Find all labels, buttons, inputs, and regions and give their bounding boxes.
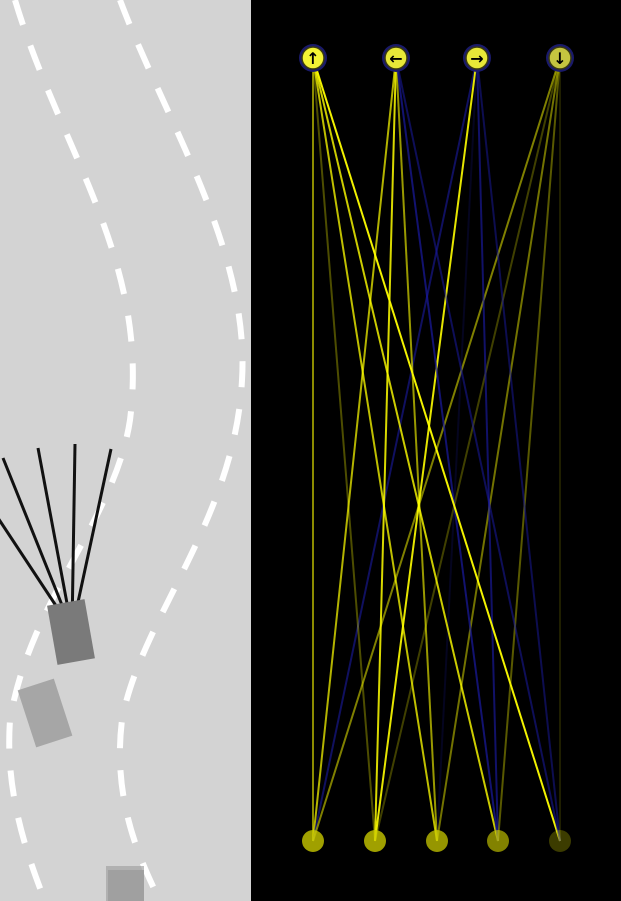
connection-line (312, 57, 561, 842)
connection-line (395, 57, 499, 842)
connection-line (395, 57, 438, 842)
right-arrow-icon: → (470, 49, 483, 68)
connection-line (395, 57, 561, 842)
network-connections (312, 57, 561, 842)
output-layer: ↑ ← → ↓ (299, 44, 574, 72)
network-graph: ↑ ← → ↓ (299, 44, 574, 852)
input-node-sensor-4 (487, 830, 509, 852)
neural-network-visualizer: ↑ ← → ↓ (251, 0, 621, 901)
output-node: ↑ (299, 44, 327, 72)
road-surface (0, 0, 251, 901)
sensor-ray (36, 447, 74, 631)
connection-line (436, 57, 561, 842)
input-node-sensor-3 (426, 830, 448, 852)
traffic-car (17, 678, 73, 748)
connection-line (312, 57, 397, 842)
road-canvas (0, 0, 251, 901)
left-lane-marking (6, 0, 136, 901)
output-node: ↓ (546, 44, 574, 72)
output-node: → (463, 44, 491, 72)
up-arrow-icon: ↑ (306, 49, 319, 68)
connection-line (476, 57, 499, 842)
traffic-car (108, 870, 144, 901)
input-node-sensor-1 (302, 830, 324, 852)
connection-line (374, 57, 478, 842)
output-node: ← (382, 44, 410, 72)
sensor-ray (1, 457, 74, 631)
connection-line (312, 57, 478, 842)
connection-line (497, 57, 561, 842)
connection-line (312, 57, 438, 842)
input-layer (302, 830, 571, 852)
output-node-fill (548, 46, 572, 70)
output-node-fill (465, 46, 489, 70)
connection-line (374, 57, 561, 842)
output-node-fill (301, 46, 325, 70)
player-car (47, 599, 95, 665)
left-arrow-icon: ← (389, 49, 402, 68)
sensor-ray (70, 448, 113, 631)
right-lane-marking (116, 0, 246, 901)
output-node-fill (384, 46, 408, 70)
connection-line (312, 57, 499, 842)
input-node-sensor-2 (364, 830, 386, 852)
connection-line (312, 57, 376, 842)
connection-line (374, 57, 397, 842)
input-node-sensor-5 (549, 830, 571, 852)
connection-line (476, 57, 561, 842)
road-view (0, 0, 251, 901)
connection-line (436, 57, 478, 842)
down-arrow-icon: ↓ (553, 49, 566, 68)
sensor-ray (70, 443, 77, 631)
